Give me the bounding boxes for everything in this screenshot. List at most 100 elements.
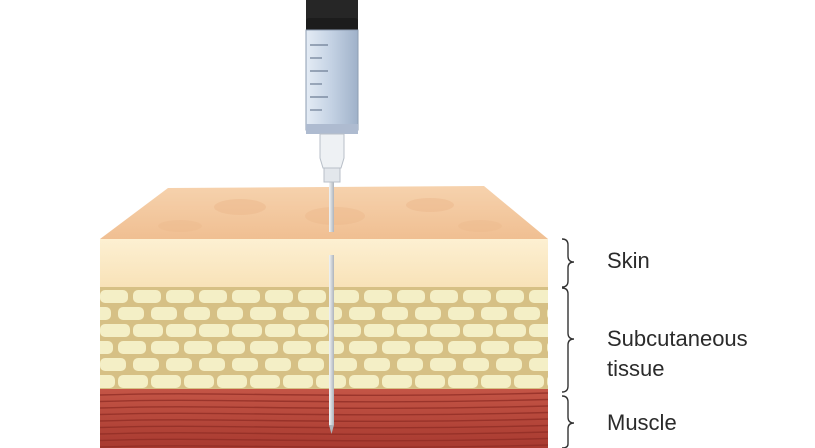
fat-cell <box>529 290 548 303</box>
fat-cell <box>151 341 179 354</box>
fat-cell <box>232 358 258 371</box>
fat-cell <box>547 377 548 386</box>
subcutaneous-label: Subcutaneous tissue <box>607 324 748 384</box>
syringe-hub <box>323 167 341 183</box>
fat-cell <box>151 375 181 388</box>
fat-cell <box>397 324 427 337</box>
fat-cell <box>382 341 410 354</box>
fat-cell <box>133 290 161 303</box>
fat-cell <box>151 307 177 320</box>
fat-cell <box>514 375 544 388</box>
muscle-fiber <box>100 405 548 410</box>
skin-pore <box>406 198 454 212</box>
skin-top-surface <box>100 186 548 239</box>
muscle-fiber <box>100 411 548 416</box>
fat-cell <box>415 375 445 388</box>
fat-cell <box>166 324 196 337</box>
subcutaneous-bracket <box>561 287 575 393</box>
fat-cell <box>250 307 276 320</box>
fat-cell <box>232 290 260 303</box>
muscle-fiber <box>100 437 548 442</box>
fat-cell <box>118 307 144 320</box>
muscle-fibers <box>100 392 548 448</box>
fat-cell <box>382 375 412 388</box>
fat-cell <box>232 324 262 337</box>
fat-cell <box>265 290 293 303</box>
fat-cell <box>265 358 291 371</box>
fat-cell <box>448 307 474 320</box>
fat-cell <box>430 290 458 303</box>
needle-tip <box>329 425 334 434</box>
fat-cell <box>331 358 357 371</box>
subcutaneous-label-line1: Subcutaneous <box>607 326 748 351</box>
fat-cell <box>496 290 524 303</box>
fat-cell <box>481 341 509 354</box>
fat-cell <box>283 341 311 354</box>
fat-cell <box>415 307 441 320</box>
fat-cell <box>349 341 377 354</box>
fat-cell <box>331 324 361 337</box>
fat-cell <box>133 358 159 371</box>
fat-cell <box>463 324 493 337</box>
muscle-fiber <box>100 444 548 448</box>
fat-cell <box>349 307 375 320</box>
fat-cell <box>166 358 192 371</box>
muscle-fiber <box>100 431 548 436</box>
fat-cell <box>331 290 359 303</box>
fat-cell <box>250 341 278 354</box>
fat-cell <box>547 343 548 352</box>
fat-cell <box>184 341 212 354</box>
fat-cell <box>514 341 542 354</box>
muscle-label: Muscle <box>607 410 677 435</box>
fat-cell <box>217 341 245 354</box>
fat-cell <box>298 324 328 337</box>
muscle-fiber <box>100 398 548 403</box>
needle-lower <box>329 255 334 425</box>
muscle-fiber <box>100 392 548 397</box>
fat-cell <box>133 324 163 337</box>
fat-cells <box>100 290 548 388</box>
fat-cell <box>448 341 476 354</box>
fat-cell <box>118 375 148 388</box>
fat-cell <box>199 358 225 371</box>
fat-cell <box>100 290 128 303</box>
fat-cell <box>298 358 324 371</box>
skin-pore <box>214 199 266 215</box>
fat-cell <box>481 307 507 320</box>
fat-cell <box>217 307 243 320</box>
fat-cell <box>364 290 392 303</box>
fat-cell <box>199 290 227 303</box>
fat-cell <box>496 324 526 337</box>
fat-cell <box>364 324 394 337</box>
fat-cell <box>118 341 146 354</box>
fat-cell <box>349 375 379 388</box>
skin-layer <box>100 239 548 287</box>
skin-bracket <box>561 238 575 288</box>
fat-cell <box>430 358 456 371</box>
syringe-tip <box>319 133 345 169</box>
subcutaneous-layer <box>100 287 548 389</box>
fat-cell <box>547 309 548 318</box>
fat-cell <box>415 341 443 354</box>
fat-cell <box>514 307 540 320</box>
fat-cell <box>100 324 130 337</box>
fat-cell <box>100 375 115 388</box>
skin-pore <box>305 207 365 225</box>
fat-cell <box>250 375 280 388</box>
fat-cell <box>397 290 425 303</box>
fat-cell <box>496 358 522 371</box>
skin-pore <box>158 220 202 232</box>
fat-cell <box>184 307 210 320</box>
fat-cell <box>298 290 326 303</box>
fat-cell <box>199 324 229 337</box>
fat-cell <box>448 375 478 388</box>
fat-cell <box>184 375 214 388</box>
needle-upper <box>329 182 334 232</box>
fat-cell <box>283 375 313 388</box>
fat-cell <box>481 375 511 388</box>
fat-cell <box>100 358 126 371</box>
muscle-bracket <box>561 395 575 448</box>
fat-cell <box>529 324 548 337</box>
fat-cell <box>529 358 548 371</box>
